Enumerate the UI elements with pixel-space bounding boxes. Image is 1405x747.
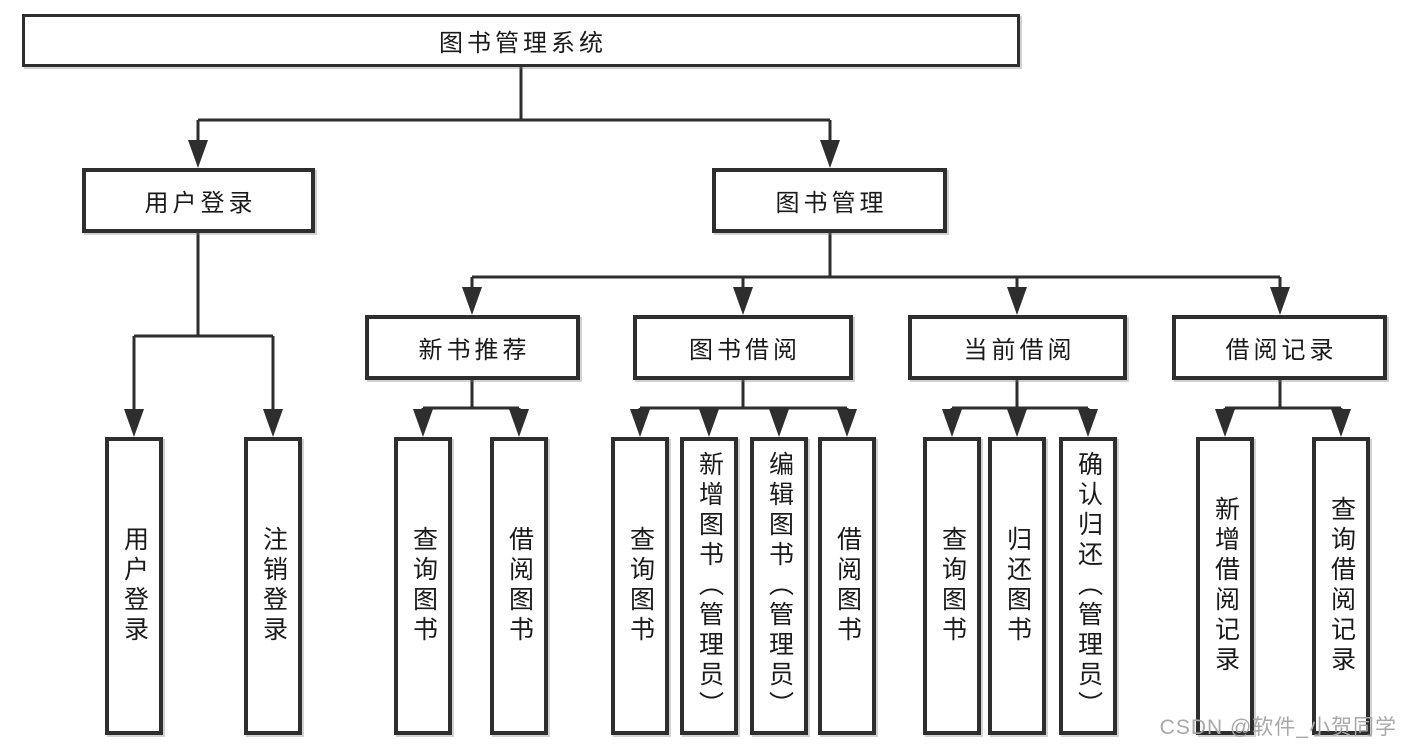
arrowheads — [124, 140, 1351, 437]
node-user-login-label: 用户登录 — [144, 190, 257, 217]
leaf-user-login: 用户登录 — [105, 437, 163, 735]
leaf-edit-books-admin: 编辑图书（管理员） — [750, 437, 808, 735]
leaf-add-books-admin: 新增图书（管理员） — [680, 437, 738, 735]
node-book-management: 图书管理 — [712, 168, 947, 233]
leaf-query-books-recommend: 查询图书 — [394, 437, 452, 735]
node-new-book-recommend-label: 新书推荐 — [418, 337, 531, 364]
leaf-logout: 注销登录 — [244, 437, 302, 735]
leaf-return-books: 归还图书 — [988, 437, 1046, 735]
leaf-query-borrow-record: 查询借阅记录 — [1312, 437, 1370, 735]
leaf-borrow-books-recommend: 借阅图书 — [490, 437, 548, 735]
node-library-system: 图书管理系统 — [22, 14, 1020, 67]
node-user-login: 用户登录 — [82, 168, 315, 233]
node-library-system-label: 图书管理系统 — [439, 30, 607, 57]
node-current-borrowing-label: 当前借阅 — [963, 337, 1076, 364]
leaf-query-books-borrowing: 查询图书 — [611, 437, 669, 735]
node-book-borrowing: 图书借阅 — [633, 315, 853, 380]
watermark: CSDN @软件_小贺同学 — [1159, 716, 1397, 739]
node-borrowing-records: 借阅记录 — [1172, 315, 1387, 380]
node-current-borrowing: 当前借阅 — [908, 315, 1127, 380]
leaf-confirm-return-admin: 确认归还（管理员） — [1059, 437, 1117, 735]
leaf-query-books-current: 查询图书 — [923, 437, 981, 735]
leaf-borrow-books-borrowing: 借阅图书 — [818, 437, 876, 735]
node-book-borrowing-label: 图书借阅 — [689, 337, 801, 364]
node-book-management-label: 图书管理 — [775, 190, 888, 217]
leaf-add-borrow-record: 新增借阅记录 — [1196, 437, 1254, 735]
node-borrowing-records-label: 借阅记录 — [1225, 337, 1338, 364]
node-new-book-recommend: 新书推荐 — [365, 315, 580, 380]
